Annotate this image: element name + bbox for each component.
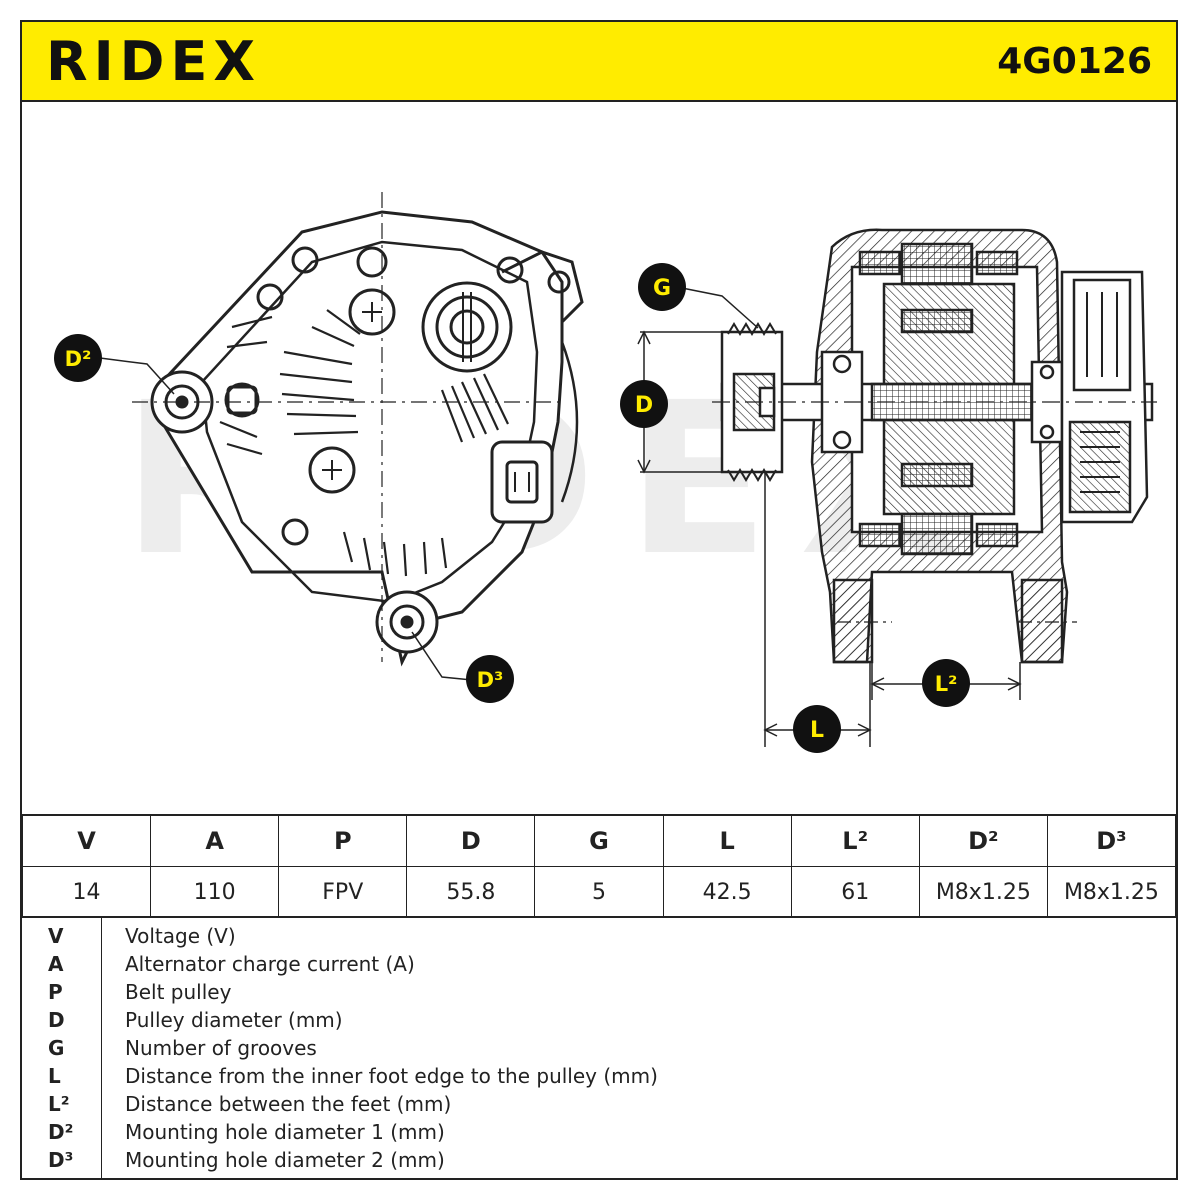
- legend-item: G Number of grooves: [22, 1034, 1176, 1062]
- legend-item: D³ Mounting hole diameter 2 (mm): [22, 1146, 1176, 1174]
- legend-item: D² Mounting hole diameter 1 (mm): [22, 1118, 1176, 1146]
- legend-desc: Mounting hole diameter 2 (mm): [125, 1148, 445, 1172]
- legend-desc: Belt pulley: [125, 980, 232, 1004]
- legend-key: P: [48, 980, 63, 1004]
- callout-d3-label: D³: [477, 668, 504, 692]
- spec-sheet-frame: RIDEX 4G0126 RIDEX: [20, 20, 1178, 1180]
- callout-l2: L²: [922, 659, 970, 707]
- callout-l: L: [793, 705, 841, 753]
- callout-g: G: [638, 263, 686, 311]
- legend-desc: Distance from the inner foot edge to the…: [125, 1064, 658, 1088]
- spec-header-p: P: [278, 814, 408, 867]
- legend-desc: Pulley diameter (mm): [125, 1008, 343, 1032]
- callout-d2-label: D²: [65, 347, 92, 371]
- spec-value-d3: M8x1.25: [1046, 866, 1176, 918]
- legend-key: D²: [48, 1120, 74, 1144]
- callout-d2: D²: [54, 334, 102, 382]
- legend-desc: Distance between the feet (mm): [125, 1092, 452, 1116]
- spec-value-g: 5: [534, 866, 664, 918]
- spec-value-a: 110: [150, 866, 280, 918]
- legend-desc: Mounting hole diameter 1 (mm): [125, 1120, 445, 1144]
- legend-desc: Alternator charge current (A): [125, 952, 415, 976]
- brand-logo: RIDEX: [46, 30, 262, 93]
- dimension-lines: [99, 287, 1022, 747]
- legend: V Voltage (V) A Alternator charge curren…: [22, 916, 1176, 1178]
- legend-desc: Number of grooves: [125, 1036, 317, 1060]
- legend-item: D Pulley diameter (mm): [22, 1006, 1176, 1034]
- spec-header-d2: D²: [918, 814, 1048, 867]
- spec-table: V A P D G L L² D² D³ 14 110 FPV 55.8 5 4…: [22, 814, 1176, 918]
- spec-header-d3: D³: [1046, 814, 1176, 867]
- spec-header-a: A: [150, 814, 280, 867]
- callout-d-label: D: [635, 393, 653, 418]
- spec-header-d: D: [406, 814, 536, 867]
- spec-header-g: G: [534, 814, 664, 867]
- section-view: [712, 228, 1157, 664]
- spec-value-p: FPV: [278, 866, 408, 918]
- legend-item: A Alternator charge current (A): [22, 950, 1176, 978]
- spec-value-v: 14: [22, 866, 152, 918]
- legend-item: L Distance from the inner foot edge to t…: [22, 1062, 1176, 1090]
- spec-value-l: 42.5: [662, 866, 792, 918]
- spec-header-l: L: [662, 814, 792, 867]
- spec-header-row: V A P D G L L² D² D³: [22, 814, 1176, 867]
- callout-l-label: L: [810, 718, 824, 743]
- alternator-drawing: RIDEX: [54, 192, 1157, 753]
- legend-key: A: [48, 952, 64, 976]
- spec-value-d2: M8x1.25: [918, 866, 1048, 918]
- legend-item: V Voltage (V): [22, 922, 1176, 950]
- legend-key: G: [48, 1036, 65, 1060]
- part-number: 4G0126: [997, 41, 1152, 82]
- legend-key: L: [48, 1064, 61, 1088]
- legend-key: L²: [48, 1092, 70, 1116]
- callout-d3: D³: [466, 655, 514, 703]
- legend-key: V: [48, 924, 64, 948]
- spec-header-l2: L²: [790, 814, 920, 867]
- spec-value-row: 14 110 FPV 55.8 5 42.5 61 M8x1.25 M8x1.2…: [22, 866, 1176, 918]
- callout-g-label: G: [653, 276, 671, 301]
- legend-key: D: [48, 1008, 65, 1032]
- spec-header-v: V: [22, 814, 152, 867]
- legend-item: P Belt pulley: [22, 978, 1176, 1006]
- header-bar: RIDEX 4G0126: [22, 22, 1176, 102]
- spec-value-l2: 61: [790, 866, 920, 918]
- callout-d: D: [620, 380, 668, 428]
- legend-divider: [101, 918, 102, 1178]
- legend-item: L² Distance between the feet (mm): [22, 1090, 1176, 1118]
- callout-l2-label: L²: [935, 672, 958, 696]
- legend-key: D³: [48, 1148, 74, 1172]
- front-view: [132, 192, 584, 667]
- spec-value-d: 55.8: [406, 866, 536, 918]
- legend-desc: Voltage (V): [125, 924, 236, 948]
